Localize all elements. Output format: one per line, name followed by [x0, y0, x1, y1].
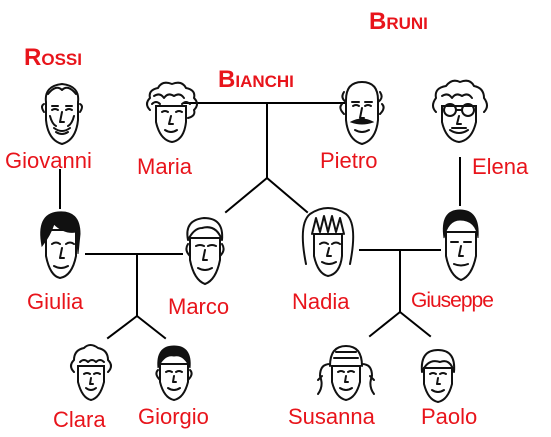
name-giuseppe: Giuseppe	[411, 289, 494, 312]
giuseppe-face-icon	[442, 209, 479, 282]
name-pietro: Pietro	[320, 148, 378, 173]
name-elena: Elena	[472, 154, 529, 179]
family-bianchi: BIANCHI	[218, 66, 294, 93]
name-giorgio: Giorgio	[138, 404, 209, 429]
name-marco: Marco	[168, 294, 230, 319]
clara-face-icon	[70, 344, 112, 402]
to-giorgio	[135, 314, 167, 340]
family-rossi: ROSSI	[24, 44, 82, 71]
nadia-face-icon	[301, 207, 355, 278]
name-susanna: Susanna	[288, 404, 375, 429]
name-giulia: Giulia	[27, 289, 84, 314]
pietro-face-icon	[339, 80, 385, 146]
to-paolo	[398, 310, 432, 338]
giovanni-face-icon	[41, 82, 83, 146]
giorgio-face-icon	[155, 345, 193, 402]
marco-face-icon	[185, 217, 225, 286]
name-giovanni: Giovanni	[5, 148, 92, 173]
susanna-face-icon	[317, 345, 375, 402]
name-maria: Maria	[137, 154, 193, 179]
maria-face-icon	[146, 81, 198, 144]
name-paolo: Paolo	[421, 404, 478, 429]
bianchi-to-nadia	[265, 176, 309, 214]
bianchi-to-marco	[224, 176, 269, 214]
family-bruni: BRUNI	[369, 8, 428, 35]
name-clara: Clara	[53, 407, 106, 432]
paolo-face-icon	[420, 349, 456, 404]
elena-face-icon	[432, 79, 488, 144]
to-clara	[106, 314, 139, 340]
to-susanna	[368, 310, 402, 338]
giulia-face-icon	[40, 211, 81, 280]
name-nadia: Nadia	[292, 289, 350, 314]
